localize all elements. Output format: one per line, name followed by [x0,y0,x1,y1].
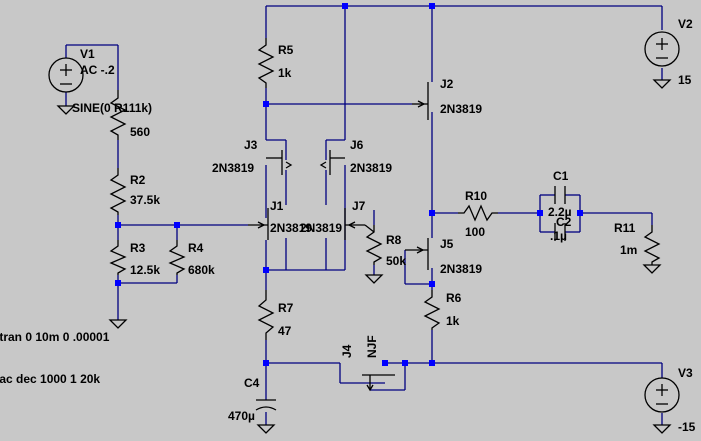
voltage-sources [48,31,680,413]
label-J3-value: 2N3819 [212,161,254,175]
label-J6-value: 2N3819 [350,161,392,175]
label-J3-name: J3 [244,138,258,152]
resistor-R8 [365,225,383,265]
label-R2-name: R2 [130,173,146,187]
label-J7-name: J7 [352,199,366,213]
jfet-J7 [344,208,365,240]
ground-symbol [652,424,672,434]
label-J4-name: J4 [340,344,354,358]
label-J2-name: J2 [440,77,454,91]
label-J6-name: J6 [350,138,364,152]
label-R1-value: 560 [130,125,150,139]
label-R10-value: 100 [465,225,485,239]
resistor-R7 [257,290,275,340]
label-R2-value: 37.5k [130,193,160,207]
source-V3 [644,377,680,413]
label-R6-name: R6 [446,291,462,305]
resistor-R11 [643,225,661,265]
ground-symbol [56,105,76,115]
resistor-R5 [257,38,275,88]
jfet-J1 [248,208,269,240]
label-J2-value: 2N3819 [440,102,482,116]
resistor-R10 [458,204,498,222]
directive-tran: .tran 0 10m 0 .00001 [0,330,110,344]
label-C2-value: .1µ [550,229,567,243]
label-C1-value: 2.2µ [548,205,572,219]
jfet-J3 [266,150,293,175]
jfet-J5 [405,238,429,270]
label-R8-name: R8 [386,233,402,247]
label-R3-name: R3 [130,241,146,255]
label-R11-name: R11 [614,221,636,235]
label-R4-value: 680k [188,263,215,277]
label-R8-value: 50k [386,254,406,268]
resistor-R2 [109,168,127,215]
ground-symbol [364,274,384,284]
capacitor-C1 [554,186,566,204]
labels: V1 AC -.2 SINE(0 R111k) 560 R2 37.5k R3 … [0,17,696,434]
label-C1-name: C1 [553,169,569,183]
grounds [56,79,672,434]
junctions [115,3,583,366]
jfet-J2 [412,82,429,120]
label-C4-value: 470µ [228,409,255,423]
label-R3-value: 12.5k [130,263,160,277]
ground-symbol [108,319,128,329]
resistors [109,38,661,340]
label-R7-name: R7 [278,301,294,315]
label-V1-value: AC -.2 [80,63,115,77]
label-R4-name: R4 [188,241,204,255]
resistor-R4 [168,240,186,275]
label-V3-name: V3 [678,366,693,380]
label-J5-name: J5 [440,237,454,251]
jfet-J6 [319,150,345,175]
directive-ac: .ac dec 1000 1 20k [0,372,100,386]
label-V2-value: 15 [678,73,692,87]
ground-symbol [256,424,276,434]
label-J7-value: 2N3819 [300,221,342,235]
resistor-R6 [423,290,441,330]
label-J1-value: 2N3819 [270,221,312,235]
source-V2 [644,31,680,67]
label-V1-name: V1 [80,47,95,61]
resistor-R3 [109,240,127,275]
jfets [248,82,429,392]
wires [65,5,663,425]
label-V3-value: -15 [678,420,696,434]
label-C4-name: C4 [244,376,260,390]
label-R11-value: 1m [620,243,637,257]
label-R10-name: R10 [465,189,487,203]
label-J1-name: J1 [270,199,284,213]
label-J4-value: NJF [365,335,379,358]
label-R5-value: 1k [278,66,292,80]
ground-symbol [652,79,672,89]
label-V1-source: SINE(0 R111k) [72,101,152,115]
label-R7-value: 47 [278,324,292,338]
jfet-J4 [362,374,395,392]
label-V2-name: V2 [678,17,693,31]
ground-symbol [642,264,662,274]
capacitor-C2 [554,223,566,241]
label-J5-value: 2N3819 [440,262,482,276]
label-C2-name: C2 [556,215,572,229]
label-R5-name: R5 [278,43,294,57]
resistor-R1 [109,90,127,140]
source-V1 [48,57,84,93]
capacitors [255,186,566,411]
label-R6-value: 1k [446,314,460,328]
capacitor-C4 [255,399,277,411]
